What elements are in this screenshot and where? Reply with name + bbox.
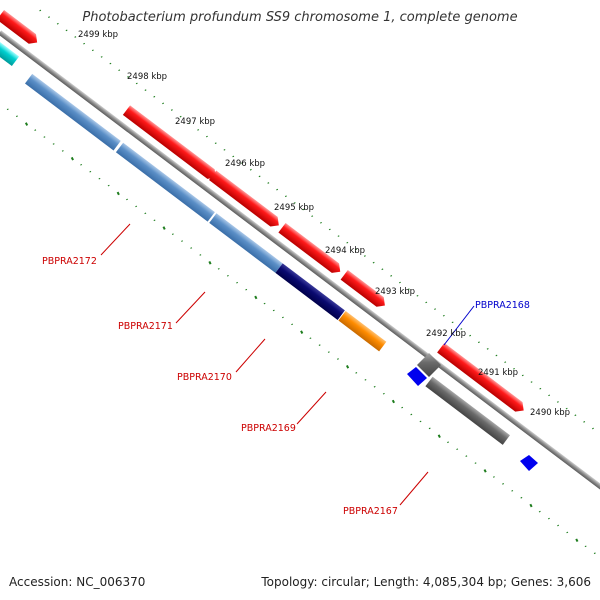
genome-summary: Topology: circular; Length: 4,085,304 bp… [261,575,591,589]
marker-blue-2[interactable] [520,455,538,471]
gene-label-pbpra2172[interactable]: PBPRA2172 [42,256,97,267]
gene-label-pbpra2169[interactable]: PBPRA2169 [241,423,296,434]
gene-cds-forward[interactable] [0,10,41,47]
gene-label-pbpra2167[interactable]: PBPRA2167 [343,506,398,517]
tick-label-2498: 2498 kbp [127,72,167,82]
tick-dot [575,538,579,543]
tick-dot [208,260,212,265]
tick-dot [254,295,258,300]
marker-blue-1[interactable] [407,367,427,386]
gene-pbpra2170[interactable] [278,222,343,277]
tick-dot [391,399,395,404]
scale-labels: 2499 kbp 2498 kbp 2497 kbp 2496 kbp 2495… [78,30,570,418]
gene-label-pbpra2168[interactable]: PBPRA2168 [475,300,530,311]
tick-label-2495: 2495 kbp [274,203,314,213]
gene-orange[interactable] [338,310,387,352]
gene-blue-a[interactable] [24,73,121,151]
tick-label-2493: 2493 kbp [375,287,415,297]
gene-label-pbpra2171[interactable]: PBPRA2171 [118,321,173,332]
gene-pbpra2171[interactable] [209,170,282,230]
gene-navy[interactable] [275,263,345,320]
gene-labels: PBPRA2172 PBPRA2171 PBPRA2170 PBPRA2169 … [42,256,530,517]
genome-title: Photobacterium profundum SS9 chromosome … [82,10,518,25]
tick-dot [345,365,350,369]
gene-label-pbpra2170[interactable]: PBPRA2170 [177,372,232,383]
accession-text: Accession: NC_006370 [9,575,146,589]
tick-dot [483,469,487,473]
tick-dot [70,156,74,161]
gene-pbpra2167[interactable] [437,342,527,415]
gene-blue-c[interactable] [209,213,283,273]
tick-label-2491: 2491 kbp [478,368,518,378]
gene-gray[interactable] [425,376,510,445]
gene-pbpra2169[interactable] [340,269,389,310]
gene-gray-small[interactable] [417,353,441,377]
tick-label-2494: 2494 kbp [325,246,365,256]
gene-cds-cyan[interactable] [0,32,20,67]
tick-label-2492: 2492 kbp [426,329,466,339]
tick-dot [116,191,120,196]
tick-tracks [6,9,596,555]
callout-lines [100,223,475,506]
tick-dot [162,226,166,230]
tick-label-2490: 2490 kbp [530,408,570,418]
tick-label-2496: 2496 kbp [225,159,265,169]
tick-label-2499: 2499 kbp [78,30,118,40]
tick-dot [300,330,304,334]
gene-pbpra2172[interactable] [122,105,220,182]
backbone [0,30,600,505]
gene-blue-b[interactable] [115,142,215,222]
tick-label-2497: 2497 kbp [175,117,215,127]
tick-dot [529,503,533,508]
tick-dot [437,434,441,438]
tick-dot [24,122,29,126]
